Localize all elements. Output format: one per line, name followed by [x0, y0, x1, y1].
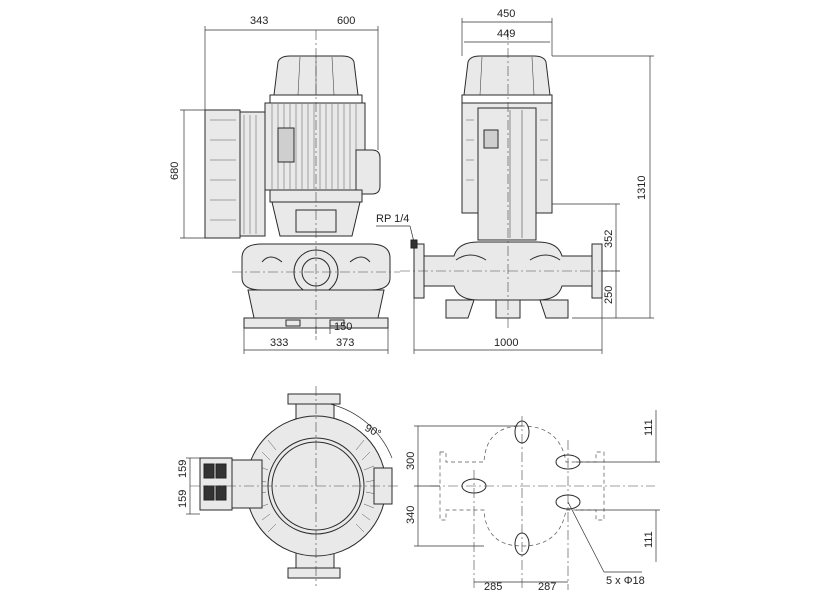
side-view — [180, 26, 400, 354]
dim-111-top: 111 — [643, 419, 655, 436]
dim-600: 600 — [337, 15, 355, 27]
dim-159-upper: 159 — [177, 460, 189, 478]
dim-373: 373 — [336, 337, 354, 349]
label-rp-1-4: RP 1/4 — [376, 213, 409, 225]
dim-150: 150 — [334, 321, 352, 333]
dim-343: 343 — [250, 15, 268, 27]
top-view — [186, 386, 400, 586]
dim-1000: 1000 — [494, 337, 518, 349]
dim-159-lower: 159 — [177, 490, 189, 508]
dim-333: 333 — [270, 337, 288, 349]
dim-287: 287 — [538, 581, 556, 593]
dim-250: 250 — [603, 286, 615, 304]
dim-449: 449 — [497, 28, 515, 40]
dim-300: 300 — [405, 452, 417, 470]
dim-340: 340 — [405, 506, 417, 524]
dim-680: 680 — [169, 162, 181, 180]
label-holes: 5 x Φ18 — [606, 575, 645, 587]
front-view — [376, 18, 654, 354]
dim-285: 285 — [484, 581, 502, 593]
dim-352: 352 — [603, 230, 615, 248]
dim-450: 450 — [497, 8, 515, 20]
foundation-plan — [414, 410, 660, 590]
dim-1310: 1310 — [636, 176, 648, 200]
dim-111-bottom: 111 — [643, 531, 655, 548]
